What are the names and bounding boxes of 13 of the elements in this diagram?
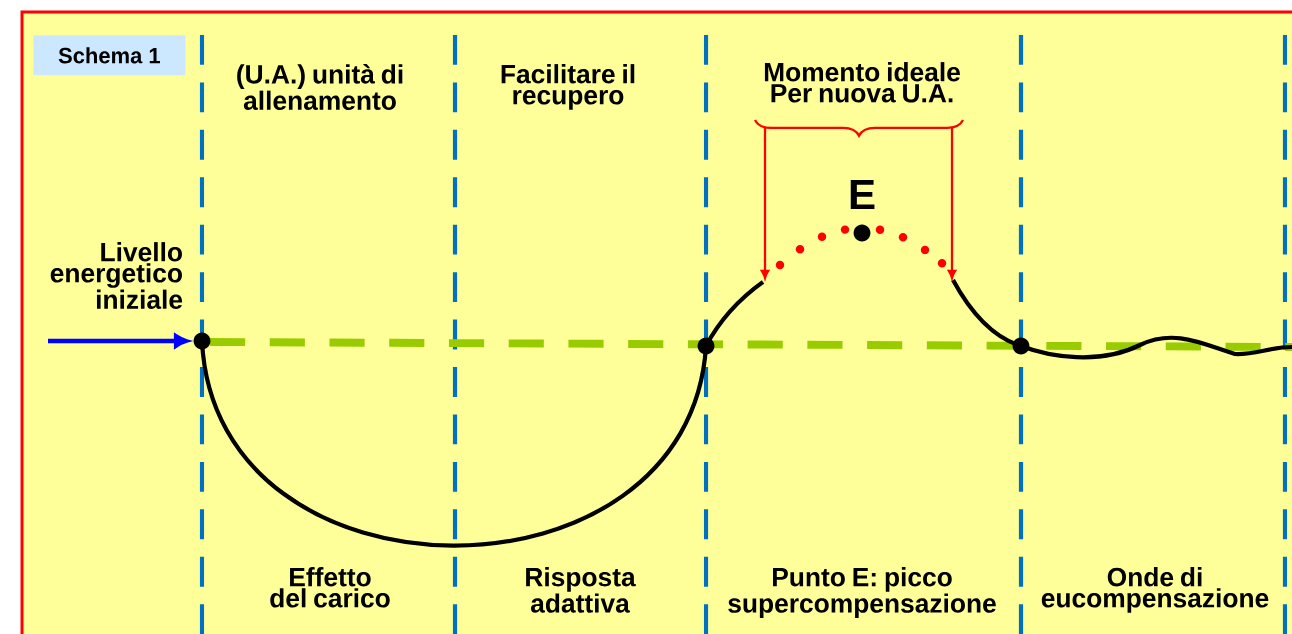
phase-label: (U.A.) unità di allenamento [237, 64, 403, 110]
phase-label: Onde di eucompensazione [1041, 567, 1269, 613]
phase-label: Risposta adattiva [526, 567, 636, 613]
phase-label: Effetto del carico [270, 567, 390, 608]
point-marker [193, 332, 211, 350]
phase-label: Livello energetico iniziale [50, 242, 183, 309]
title-box: Schema 1 [33, 35, 186, 76]
heading-text: Momento ideale Per nuova U.A. [764, 62, 960, 103]
arrow [760, 126, 770, 279]
point-label: E [850, 180, 875, 210]
arrow [947, 126, 957, 279]
phase-label: Facilitare il recupero [501, 64, 635, 110]
phase-label: Punto E: picco supercompensazione [728, 567, 996, 618]
